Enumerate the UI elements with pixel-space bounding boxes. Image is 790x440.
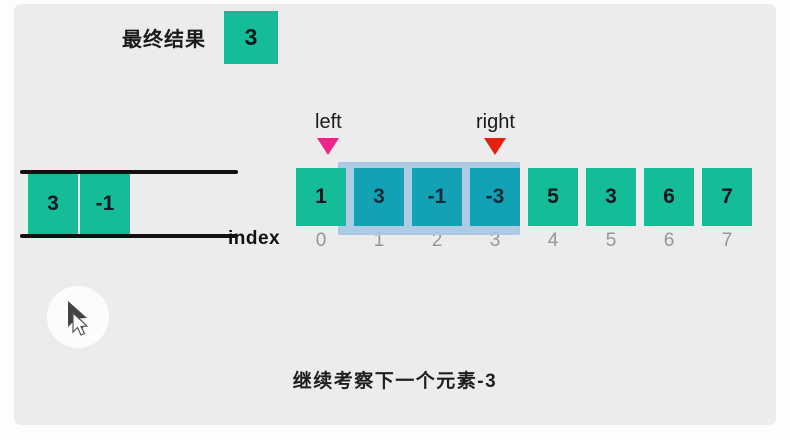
- array-index-label: 7: [721, 230, 733, 251]
- mouse-pointer-icon: [68, 301, 87, 330]
- array-index-label: 4: [547, 230, 559, 251]
- caption-text: 继续考察下一个元素-3: [292, 371, 498, 392]
- array-index-row: 0 1 2 3 4 5 6 7: [296, 230, 752, 252]
- array-index-label: 3: [489, 230, 501, 251]
- final-result-label: 最终结果: [122, 29, 206, 51]
- array-cell: 5: [528, 168, 578, 226]
- array-index-label: 5: [605, 230, 617, 251]
- array-index-label: 6: [663, 230, 675, 251]
- array-cell: 3: [354, 168, 404, 226]
- stack-bottom-rule: [20, 234, 238, 238]
- array-cell: 7: [702, 168, 752, 226]
- array-index-label: 1: [373, 230, 385, 251]
- final-result-group: 最终结果 3: [122, 11, 278, 64]
- pointer-right: right: [476, 111, 515, 155]
- pointer-left: left: [315, 111, 342, 155]
- pointer-right-triangle-icon: [484, 138, 507, 155]
- array-cell: 3: [586, 168, 636, 226]
- result-stack-cell: -1: [80, 174, 130, 234]
- array-cell: 6: [644, 168, 694, 226]
- array-index-label: 2: [431, 230, 443, 251]
- array-cell: 1: [296, 168, 346, 226]
- result-stack-container: 3-1: [20, 170, 238, 238]
- array-cell: -1: [412, 168, 462, 226]
- stack-top-rule: [20, 170, 238, 174]
- pointer-left-triangle-icon: [317, 138, 340, 155]
- pointer-right-label: right: [476, 111, 515, 133]
- stack-cell-list: 3-1: [28, 174, 130, 234]
- index-caption-label: index: [228, 228, 281, 249]
- pointer-left-label: left: [315, 111, 342, 133]
- result-stack-cell: 3: [28, 174, 78, 234]
- final-result-value-box: 3: [224, 11, 278, 64]
- array-index-label: 0: [315, 230, 327, 251]
- array-cell: -3: [470, 168, 520, 226]
- system-cursor-icon: [72, 312, 89, 336]
